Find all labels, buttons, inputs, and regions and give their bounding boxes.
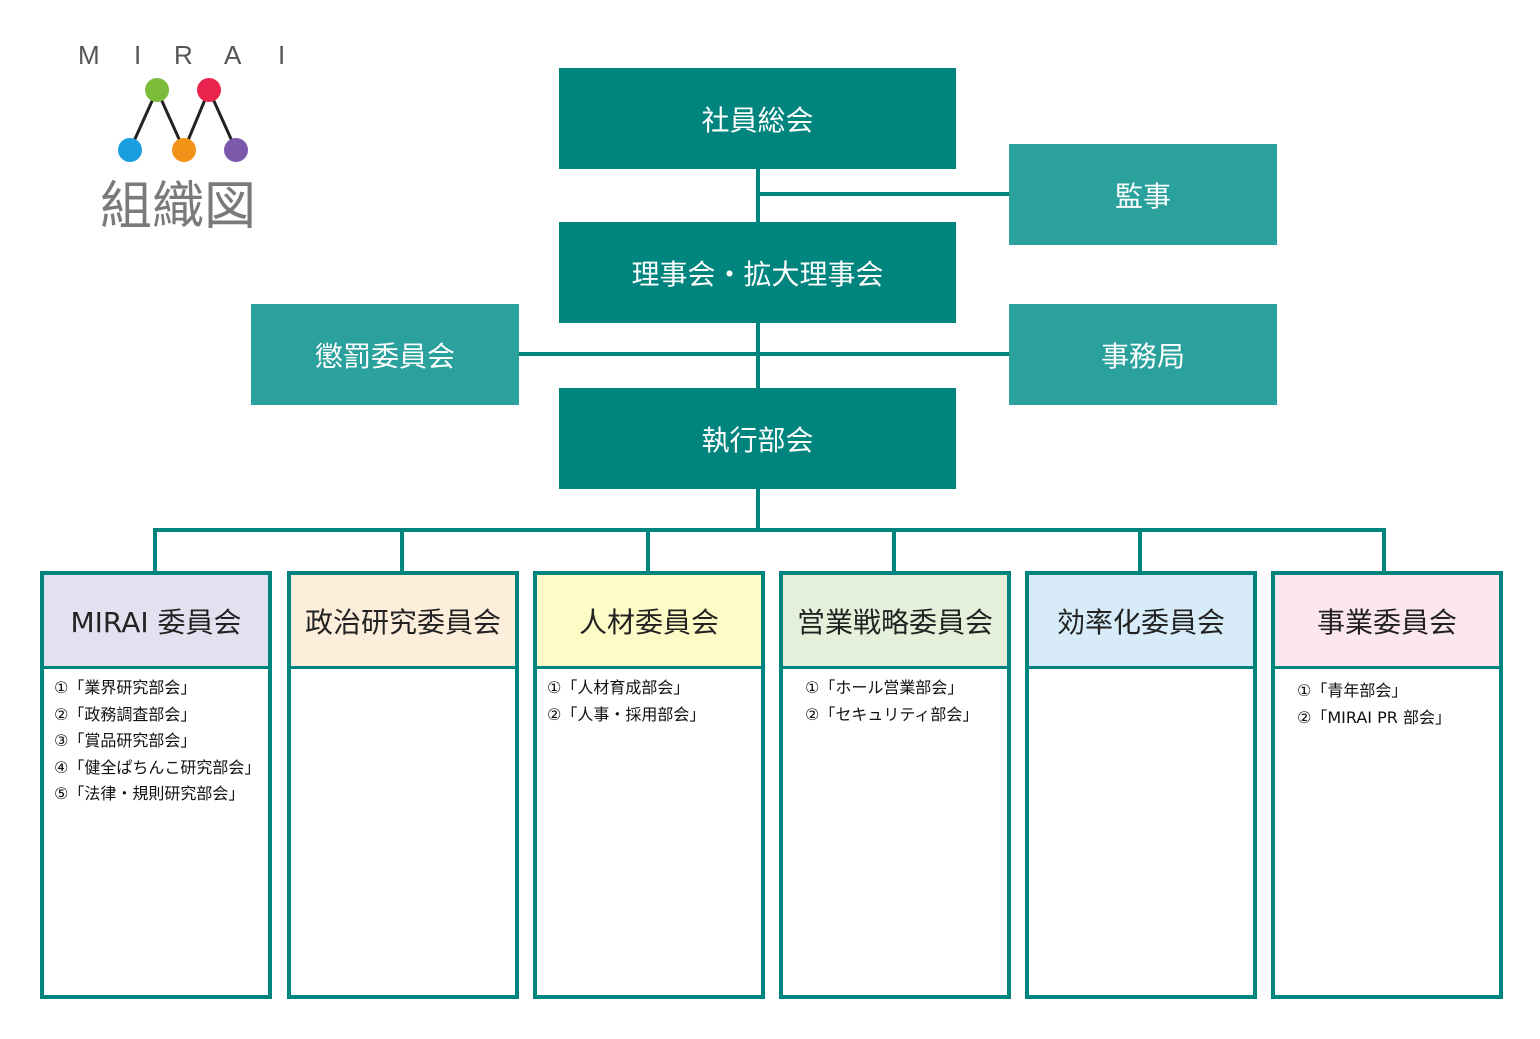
subcommittee-item: ②「MIRAI PR 部会」 (1297, 707, 1451, 727)
subcommittee-item: ①「人材育成部会」 (547, 678, 690, 697)
logo-dot-green (145, 78, 169, 102)
subcommittee-list: ①「ホール営業部会」 ②「セキュリティ部会」 (783, 669, 1007, 728)
node-secretariat: 事務局 (1009, 304, 1277, 405)
logo-emblem (118, 78, 248, 162)
committee-business: 事業委員会 ①「青年部会」 ②「MIRAI PR 部会」 (1271, 571, 1503, 999)
subcommittee-item: ③「賞品研究部会」 (54, 731, 197, 750)
subcommittee-item: ①「青年部会」 (1297, 681, 1408, 700)
logo-dot-purple (224, 138, 248, 162)
logo-dot-red (197, 78, 221, 102)
node-board: 理事会・拡大理事会 (559, 222, 956, 323)
logo-dot-orange (172, 138, 196, 162)
logo-letter: A (224, 40, 242, 70)
logo-letter: I (278, 40, 286, 70)
subcommittee-item: ②「人事・採用部会」 (547, 704, 706, 724)
node-executive: 執行部会 (559, 388, 956, 489)
subcommittee-item: ①「ホール営業部会」 (805, 678, 964, 697)
logo-letter: I (134, 40, 142, 70)
committee-title: 人材委員会 (537, 575, 761, 669)
committee-sales-strategy: 営業戦略委員会 ①「ホール営業部会」 ②「セキュリティ部会」 (779, 571, 1011, 999)
logo-letter: R (174, 40, 193, 70)
committee-mirai: MIRAI 委員会 ①「業界研究部会」 ②「政務調査部会」 ③「賞品研究部会」 … (40, 571, 272, 999)
subcommittee-item: ②「セキュリティ部会」 (805, 704, 979, 724)
node-general-meeting: 社員総会 (559, 68, 956, 169)
committee-human-resources: 人材委員会 ①「人材育成部会」 ②「人事・採用部会」 (533, 571, 765, 999)
subcommittee-item: ①「業界研究部会」 (54, 678, 197, 697)
committee-title: 政治研究委員会 (291, 575, 515, 669)
node-auditor: 監事 (1009, 144, 1277, 245)
committee-efficiency: 効率化委員会 (1025, 571, 1257, 999)
committee-title: 営業戦略委員会 (783, 575, 1007, 669)
logo-letter: M (78, 40, 100, 70)
subcommittee-item: ②「政務調査部会」 (54, 704, 197, 724)
subcommittee-list (291, 669, 515, 675)
subcommittee-item: ⑤「法律・規則研究部会」 (54, 784, 245, 803)
logo-subtitle: 組織図 (100, 177, 257, 237)
committee-political-research: 政治研究委員会 (287, 571, 519, 999)
subcommittee-list: ①「業界研究部会」 ②「政務調査部会」 ③「賞品研究部会」 ④「健全ぱちんこ研究… (44, 669, 268, 808)
subcommittee-list: ①「青年部会」 ②「MIRAI PR 部会」 (1275, 669, 1499, 731)
subcommittee-list (1029, 669, 1253, 675)
subcommittee-item: ④「健全ぱちんこ研究部会」 (54, 757, 261, 777)
logo-wordmark: M I R A I (78, 40, 318, 72)
committee-title: 事業委員会 (1275, 575, 1499, 669)
node-discipline-committee: 懲罰委員会 (251, 304, 519, 405)
logo-dot-blue (118, 138, 142, 162)
committee-title: MIRAI 委員会 (44, 575, 268, 669)
subcommittee-list: ①「人材育成部会」 ②「人事・採用部会」 (537, 669, 761, 728)
committee-title: 効率化委員会 (1029, 575, 1253, 669)
